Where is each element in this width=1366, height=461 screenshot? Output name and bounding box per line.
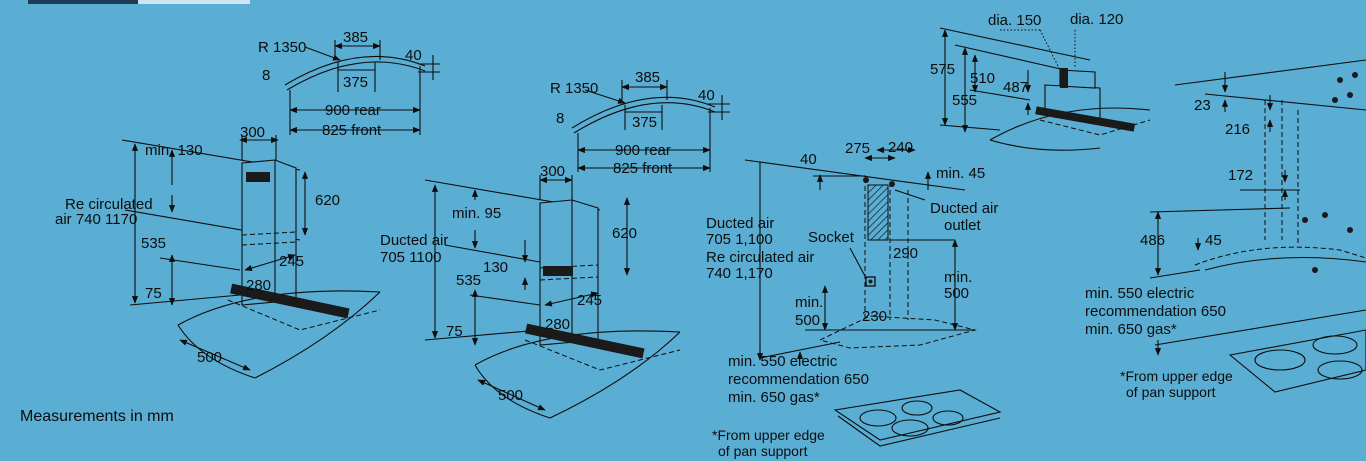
dim-front-2: 825 front xyxy=(613,160,673,177)
dim-385: 385 xyxy=(343,29,368,46)
dim-375-2: 375 xyxy=(632,114,657,131)
dim-40-2: 40 xyxy=(698,87,715,104)
dim-535: 535 xyxy=(141,235,166,252)
dim-front: 825 front xyxy=(322,122,382,139)
dim-dia-150: dia. 150 xyxy=(988,12,1041,29)
label-recirculated: Re circulated xyxy=(65,196,153,213)
dim-486: 486 xyxy=(1140,232,1165,249)
dim-min-130: min. 130 xyxy=(145,142,203,159)
dim-620: 620 xyxy=(315,192,340,209)
dim-40: 40 xyxy=(405,47,422,64)
dim-245-2: 245 xyxy=(577,292,602,309)
label-min-550-5: min. 550 electric xyxy=(1085,285,1195,302)
dim-575: 575 xyxy=(930,61,955,78)
dim-75: 75 xyxy=(145,285,162,302)
header-tab-light xyxy=(138,0,250,4)
label-min-650-gas-5: min. 650 gas* xyxy=(1085,321,1177,338)
label-ducted-values: 705 1100 xyxy=(380,249,441,266)
dim-radius: R 1350 xyxy=(258,39,306,56)
dim-300: 300 xyxy=(240,124,265,141)
label-recommendation: recommendation 650 xyxy=(728,371,869,388)
dim-535-2: 535 xyxy=(456,272,481,289)
dim-172: 172 xyxy=(1228,167,1253,184)
dim-500-left: 500 xyxy=(795,312,820,329)
dim-290: 290 xyxy=(893,245,918,262)
label-recommendation-5: recommendation 650 xyxy=(1085,303,1226,320)
dim-500-2: 500 xyxy=(498,387,523,404)
label-socket: Socket xyxy=(808,229,855,246)
dim-min-95: min. 95 xyxy=(452,205,501,222)
dim-500-right: 500 xyxy=(944,285,969,302)
dim-23: 23 xyxy=(1194,97,1211,114)
dim-dia-120: dia. 120 xyxy=(1070,11,1123,28)
dim-45: 45 xyxy=(1205,232,1222,249)
dim-130: 130 xyxy=(483,259,508,276)
dim-555: 555 xyxy=(952,92,977,109)
footnote-pan-2: of pan support xyxy=(718,443,808,459)
dim-216: 216 xyxy=(1225,121,1250,138)
dim-500: 500 xyxy=(197,349,222,366)
label-recirculated-3: Re circulated air xyxy=(706,249,814,266)
figure-wall-installation: 40 275 240 min. 45 Ducted air outlet Duc… xyxy=(706,139,1002,459)
label-outlet: outlet xyxy=(944,217,982,234)
label-recirculated-values: air 740 1170 xyxy=(55,211,137,228)
footnote-pan-5-2: of pan support xyxy=(1126,384,1216,400)
dim-487: 487 xyxy=(1003,79,1028,96)
footnote-pan-5-1: *From upper edge xyxy=(1120,368,1233,384)
dim-385-2: 385 xyxy=(635,69,660,86)
dim-8-2: 8 xyxy=(556,110,564,127)
dim-280: 280 xyxy=(246,277,271,294)
label-min-650-gas: min. 650 gas* xyxy=(728,389,820,406)
dim-40-3: 40 xyxy=(800,151,817,168)
dim-620-2: 620 xyxy=(612,225,637,242)
dim-8: 8 xyxy=(262,67,270,84)
dim-375: 375 xyxy=(343,74,368,91)
dim-240: 240 xyxy=(888,139,913,156)
figure-ducted-hood: R 1350 385 40 8 375 900 rear 825 front 3… xyxy=(380,69,730,419)
dim-radius-2: R 1350 xyxy=(550,80,598,97)
dim-300-2: 300 xyxy=(540,163,565,180)
dim-min-45: min. 45 xyxy=(936,165,985,182)
dim-510: 510 xyxy=(970,70,995,87)
header-tab xyxy=(28,0,138,4)
dim-rear: 900 rear xyxy=(325,102,381,119)
label-recirculated-values-3: 740 1,170 xyxy=(706,265,773,282)
label-ducted-air: Ducted air xyxy=(380,232,448,249)
dim-75-2: 75 xyxy=(446,323,463,340)
dim-min-500-left: min. xyxy=(795,294,823,311)
dim-245: 245 xyxy=(279,253,304,270)
label-ducted-outlet: Ducted air xyxy=(930,200,998,217)
measurements-note: Measurements in mm xyxy=(20,408,174,425)
dim-230: 230 xyxy=(862,308,887,325)
label-ducted-values-3: 705 1,100 xyxy=(706,231,773,248)
dim-280-2: 280 xyxy=(545,316,570,333)
dim-min-500-right: min. xyxy=(944,269,972,286)
dim-275: 275 xyxy=(845,140,870,157)
figure-recirculated-hood: R 1350 385 40 8 375 900 rear 825 front 3… xyxy=(55,29,440,379)
figure-island-installation: 23 216 172 486 45 min. 550 electric reco… xyxy=(1085,59,1366,400)
figure-chimney-detail: dia. 150 dia. 120 575 510 555 487 xyxy=(930,11,1151,151)
dim-rear-2: 900 rear xyxy=(615,142,671,159)
label-min-550: min. 550 electric xyxy=(728,353,838,370)
footnote-pan-1: *From upper edge xyxy=(712,427,825,443)
label-ducted-air-3: Ducted air xyxy=(706,215,774,232)
